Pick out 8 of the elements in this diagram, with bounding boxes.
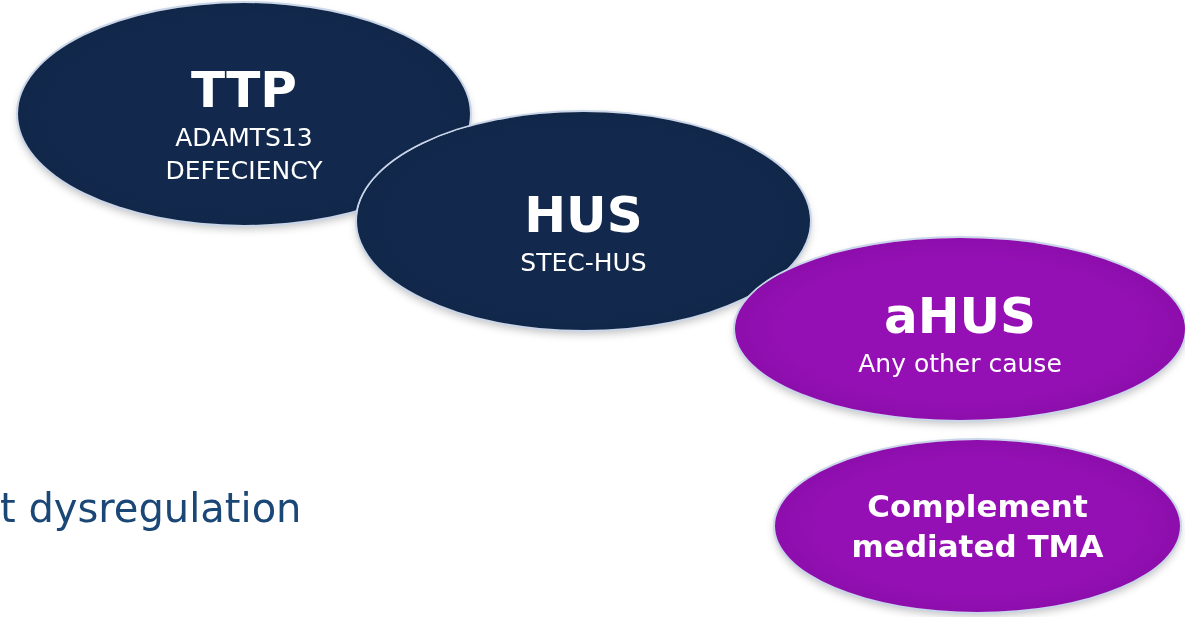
ellipse-subtitle: ADAMTS13 DEFECIENCY bbox=[164, 122, 324, 187]
ellipse-text: Complement mediated TMA bbox=[850, 486, 1105, 566]
ellipse-title: TTP bbox=[191, 63, 297, 118]
ellipse-title: HUS bbox=[524, 188, 643, 244]
ellipse-title: aHUS bbox=[883, 289, 1037, 345]
slide-text: t dysregulation bbox=[0, 484, 302, 533]
ellipse-subtitle: STEC-HUS bbox=[520, 247, 647, 280]
ellipse-subtitle: Any other cause bbox=[858, 348, 1062, 381]
